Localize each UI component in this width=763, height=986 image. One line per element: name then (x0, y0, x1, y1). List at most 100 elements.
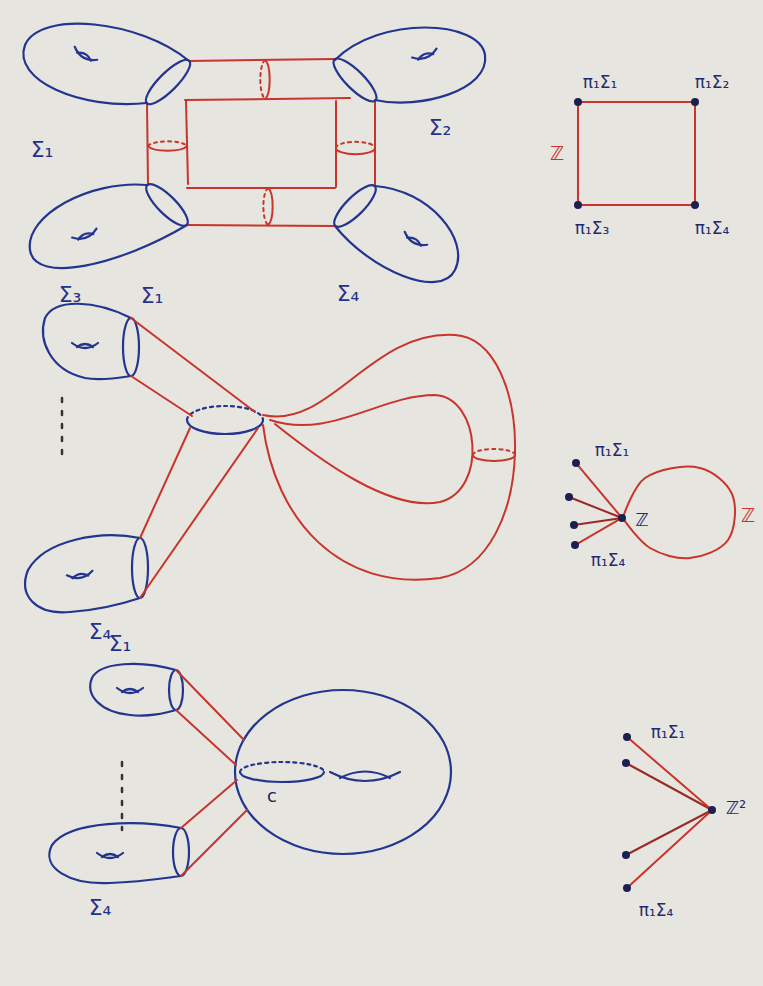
loop-edge (624, 467, 735, 559)
graph-vertex: π₁Σ₁ (580, 71, 621, 93)
vertex-group-label: π₁Σ₂ (695, 72, 730, 92)
vertex-group-label: π₁Σ₄ (695, 218, 730, 238)
vertex-group-label: ℤ² (726, 797, 747, 819)
surface (187, 406, 263, 420)
surface (72, 47, 97, 64)
vertex-dot (574, 201, 582, 209)
graph-edge (630, 813, 709, 886)
tube (148, 141, 187, 146)
vertex-dot (623, 884, 631, 892)
graph-vertex-dot (565, 493, 630, 859)
surface (72, 229, 98, 243)
vertex-group-label: π₁Σ₃ (575, 218, 610, 238)
graph-edge (579, 466, 620, 515)
tube (473, 449, 515, 455)
surface (117, 688, 143, 693)
surface-illustration (23, 24, 712, 883)
vertex-dot (572, 459, 580, 467)
surface-label: Σ₁ (141, 283, 164, 309)
tube (260, 60, 265, 99)
graph-edge (577, 106, 579, 201)
vertex-dot (618, 514, 626, 522)
graph-vertex: ℤ² (723, 796, 750, 820)
surface (140, 54, 195, 109)
graph-edge (694, 106, 696, 201)
surface (97, 853, 123, 858)
surface-label: Σ₁ (31, 137, 54, 163)
surface (329, 180, 381, 232)
vertex-group-label: π₁Σ₁ (651, 722, 686, 742)
surface (240, 772, 324, 782)
surface (49, 823, 181, 883)
surface (402, 232, 427, 249)
vertex-group-label: π₁Σ₁ (595, 440, 630, 460)
graph-vertex: ℤ (632, 508, 651, 532)
tube (473, 455, 515, 461)
vertex-dot (574, 98, 582, 106)
surface (330, 772, 400, 781)
tube (185, 98, 350, 100)
surface (141, 179, 193, 231)
graph-edge (569, 497, 712, 855)
surface (30, 185, 187, 269)
surface (340, 772, 390, 779)
surface (235, 690, 451, 854)
ellipsis-mark (61, 398, 64, 462)
tube (268, 188, 273, 225)
surface-label: Σ₁ (109, 631, 132, 657)
tube (140, 428, 258, 598)
tube (336, 101, 375, 187)
surface (123, 318, 139, 376)
graph-vertex: π₁Σ₃ (572, 217, 613, 239)
vertex-dot (691, 201, 699, 209)
vertex-dot (571, 541, 579, 549)
edge-group-label: ℤ (739, 504, 757, 527)
surface (23, 24, 485, 282)
graph-edge (578, 520, 618, 543)
curve-label: c (267, 785, 277, 807)
tube (176, 670, 244, 765)
vertex-dot (691, 98, 699, 106)
tube (147, 59, 375, 226)
tube (148, 146, 187, 151)
surface (335, 186, 458, 282)
surface (23, 24, 189, 104)
surface-label: Σ₂ (429, 115, 452, 141)
vertex-group-label: π₁Σ₄ (639, 900, 674, 920)
graph-vertex-dot (622, 759, 630, 767)
graph-vertex-dot (565, 493, 573, 501)
vertex-group-label: π₁Σ₄ (591, 550, 626, 570)
ellipsis-mark (121, 762, 124, 830)
graph-edge (582, 204, 691, 206)
edge-group-label: ℤ (548, 142, 566, 165)
surface (328, 53, 382, 107)
surface-label: Σ₄ (89, 619, 112, 645)
graph-edge (626, 763, 712, 855)
surface (90, 664, 176, 716)
graph-vertex-dot (622, 851, 630, 859)
graph-vertex: π₁Σ₄ (636, 899, 677, 921)
tube (336, 142, 375, 148)
graph-vertex: π₁Σ₁ (592, 439, 633, 461)
surface (72, 343, 98, 348)
graph-edge (630, 740, 709, 808)
surface (25, 535, 140, 612)
graph-vertex: π₁Σ₄ (692, 217, 733, 239)
surface (187, 420, 263, 434)
tube (336, 148, 375, 154)
vertex-group-label: ℤ (635, 509, 648, 531)
surface-label: Σ₃ (59, 282, 82, 308)
tube (263, 188, 268, 225)
surface (173, 828, 189, 876)
graph-vertex-dot (570, 521, 578, 529)
surface (412, 49, 438, 63)
tube (147, 101, 188, 185)
surface (49, 664, 451, 883)
tube (181, 780, 247, 876)
surface-label: Σ₄ (89, 895, 112, 921)
graph-edge (569, 497, 622, 525)
